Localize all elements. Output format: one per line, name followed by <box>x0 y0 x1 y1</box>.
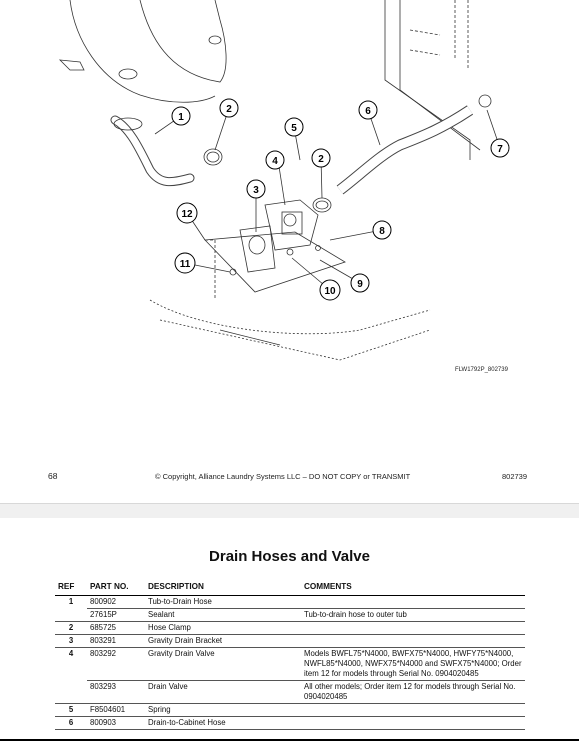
viewer-bottom-edge <box>0 739 579 741</box>
column-header-part-no: PART NO. <box>87 582 145 596</box>
part-number-cell: F8504601 <box>87 703 145 717</box>
table-row: 1 800902 Tub-to-Drain Hose <box>55 595 525 609</box>
callout-9: 9 <box>357 279 363 290</box>
manual-page-69: Drain Hoses and Valve REF PART NO. DESCR… <box>0 518 579 750</box>
figure-reference: FLW1792P_802739 <box>455 367 508 373</box>
table-row: 4 803292 Gravity Drain Valve Models BWFL… <box>55 647 525 681</box>
callout-3: 3 <box>253 185 259 196</box>
manual-page-68: 1 2 3 4 5 2 6 7 8 9 10 11 12 FLW1792P_80… <box>48 0 528 481</box>
column-header-comments: COMMENTS <box>301 582 525 596</box>
callout-7: 7 <box>497 144 503 155</box>
part-number-cell: 803291 <box>87 634 145 648</box>
callout-8: 8 <box>379 226 385 237</box>
part-number-cell: 800903 <box>87 716 145 730</box>
page-separator <box>0 503 579 519</box>
description-cell: Hose Clamp <box>145 621 301 635</box>
comment-cell <box>301 621 525 635</box>
ref-cell: 6 <box>55 716 87 730</box>
description-cell: Gravity Drain Valve <box>145 647 301 681</box>
part-number-cell: 800902 <box>87 595 145 609</box>
description-cell: Drain Valve <box>145 680 301 704</box>
description-cell: Tub-to-Drain Hose <box>145 595 301 609</box>
comment-cell <box>301 716 525 730</box>
column-header-ref: REF <box>55 582 87 596</box>
description-cell: Gravity Drain Bracket <box>145 634 301 648</box>
comment-cell: All other models; Order item 12 for mode… <box>301 680 525 704</box>
page-title: Drain Hoses and Valve <box>209 548 370 565</box>
page-number: 68 <box>48 471 58 481</box>
callout-5: 5 <box>291 123 297 134</box>
callout-1: 1 <box>178 112 184 123</box>
table-row: 5 F8504601 Spring <box>55 703 525 717</box>
part-number-cell: 803292 <box>87 647 145 681</box>
document-number: 802739 <box>502 472 528 481</box>
part-number-cell: 685725 <box>87 621 145 635</box>
table-row: 27615P Sealant Tub-to-drain hose to oute… <box>55 608 525 622</box>
copyright-notice: © Copyright, Alliance Laundry Systems LL… <box>155 472 411 481</box>
callout-6: 6 <box>365 106 371 117</box>
table-row: 803293 Drain Valve All other models; Ord… <box>55 680 525 704</box>
ref-cell: 3 <box>55 634 87 648</box>
comment-cell <box>301 703 525 717</box>
table-row: 2 685725 Hose Clamp <box>55 621 525 635</box>
comment-cell <box>301 634 525 648</box>
callout-2b: 2 <box>318 154 324 165</box>
callout-2a: 2 <box>226 104 232 115</box>
ref-cell: 5 <box>55 703 87 717</box>
callout-11: 11 <box>180 259 191 270</box>
comment-cell: Models BWFL75*N4000, BWFX75*N4000, HWFY7… <box>301 647 525 681</box>
ref-cell: 1 <box>68 597 74 606</box>
callout-12: 12 <box>181 209 193 220</box>
part-number-cell: 27615P <box>87 608 145 622</box>
callout-10: 10 <box>324 286 336 297</box>
description-cell: Drain-to-Cabinet Hose <box>145 716 301 730</box>
table-row: 6 800903 Drain-to-Cabinet Hose <box>55 716 525 730</box>
comment-cell: Tub-to-drain hose to outer tub <box>301 608 525 622</box>
ref-cell <box>55 608 87 622</box>
part-number-cell: 803293 <box>87 680 145 704</box>
ref-cell: 2 <box>55 621 87 635</box>
exploded-parts-diagram: 1 2 3 4 5 2 6 7 8 9 10 11 12 <box>58 0 510 361</box>
column-header-description: DESCRIPTION <box>145 582 301 596</box>
ref-cell: 4 <box>68 649 74 658</box>
table-row: 3 803291 Gravity Drain Bracket <box>55 634 525 648</box>
ref-cell <box>55 680 87 704</box>
comment-cell <box>301 595 525 609</box>
description-cell: Spring <box>145 703 301 717</box>
description-cell: Sealant <box>145 608 301 622</box>
callout-4: 4 <box>272 156 278 167</box>
parts-table: REF PART NO. DESCRIPTION COMMENTS 1 8009… <box>55 582 525 730</box>
table-header-row: REF PART NO. DESCRIPTION COMMENTS <box>55 582 525 596</box>
